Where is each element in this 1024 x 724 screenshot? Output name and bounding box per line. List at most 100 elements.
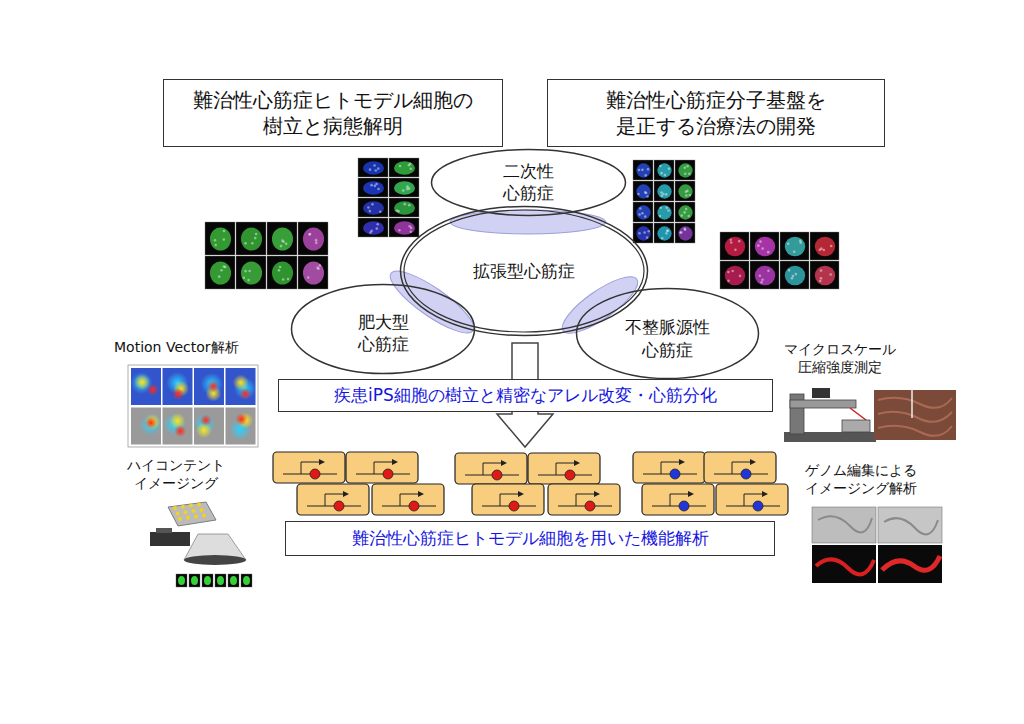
- node-text: 難治性心筋症分子基盤を 是正する治療法の開発: [556, 87, 876, 139]
- well: [197, 502, 201, 506]
- nucleus-dot: [379, 210, 382, 213]
- cell-cluster: [678, 163, 692, 177]
- micrograph-tile: [389, 198, 419, 217]
- well: [189, 504, 193, 508]
- generated-art: [131, 158, 839, 587]
- cell: [716, 484, 788, 515]
- cell-cluster: [755, 237, 775, 257]
- nucleus-dot: [793, 251, 796, 254]
- nucleus-dot: [791, 277, 794, 280]
- nucleus-dot: [685, 194, 688, 197]
- nucleus-dot: [377, 167, 380, 170]
- nucleus-dot: [409, 230, 412, 233]
- nucleus-dot: [820, 247, 823, 250]
- nucleus-dot: [767, 251, 770, 254]
- nucleus-dot: [788, 269, 791, 272]
- cell-cluster: [636, 205, 650, 219]
- method-label: Motion Vector解析: [114, 338, 239, 356]
- nucleus-dot: [255, 233, 258, 236]
- nucleus-dot: [637, 193, 640, 196]
- nucleus-dot: [830, 245, 833, 248]
- nucleus-dot: [665, 207, 668, 210]
- nucleus-dot: [638, 213, 641, 216]
- nucleus-dot: [244, 242, 247, 245]
- cell-cluster: [394, 221, 415, 235]
- image-thumb: [176, 574, 187, 587]
- well: [186, 516, 190, 520]
- micrograph-tile: [236, 256, 266, 289]
- node-text: 拡張型心筋症: [424, 260, 624, 282]
- nucleus-dot: [819, 280, 822, 283]
- method-label: マイクロスケール 圧縮強度測定: [776, 340, 904, 376]
- cell-cluster: [785, 266, 805, 286]
- cell-cluster: [303, 261, 324, 284]
- heatmap-blob: [172, 388, 184, 400]
- micrograph-tile: [675, 202, 695, 222]
- nucleus-dot: [660, 172, 663, 175]
- nucleus-dot: [667, 209, 670, 212]
- micrograph-tile: [675, 160, 695, 180]
- cell-cluster: [657, 205, 671, 219]
- micrograph-tile: [267, 222, 297, 255]
- cell-cluster: [363, 221, 384, 235]
- micrograph-tile: [780, 232, 809, 260]
- nucleus-dot: [375, 169, 378, 172]
- well: [181, 505, 185, 509]
- nucleus-dot: [308, 233, 311, 236]
- nucleus-dot: [375, 227, 378, 230]
- heatmap-panel: [194, 368, 224, 405]
- heatmap-panel: [226, 368, 256, 405]
- nucleus-dot: [243, 276, 246, 279]
- nucleus-dot: [823, 249, 826, 252]
- nucleus-dot: [820, 277, 823, 280]
- image-blob: [230, 576, 237, 585]
- micrograph-tile: [654, 160, 674, 180]
- nucleus-dot: [251, 242, 254, 245]
- tissue-texture: [878, 398, 952, 436]
- nucleus-dot: [643, 231, 646, 234]
- nucleus-dot: [759, 275, 762, 278]
- fluorescence: [882, 556, 940, 570]
- nucleus-dot: [307, 276, 310, 279]
- nucleus-dot: [316, 266, 319, 269]
- nucleus-dot: [214, 239, 217, 242]
- well: [173, 506, 177, 510]
- micrograph-tile: [633, 223, 653, 243]
- cell-cluster: [657, 163, 671, 177]
- nucleus-dot: [644, 215, 647, 218]
- node-text: 肥大型 心筋症: [343, 311, 423, 355]
- promoter-head: [594, 491, 600, 497]
- cell-cluster: [725, 266, 745, 286]
- cell-cluster: [678, 205, 692, 219]
- micrograph-tile: [810, 261, 839, 289]
- nucleus-dot: [686, 165, 689, 168]
- nucleus-dot: [683, 227, 686, 230]
- tissue-photo: [874, 390, 956, 440]
- optics-stage: [184, 555, 246, 565]
- nucleus-dot: [370, 230, 373, 233]
- allele-dot: [334, 501, 344, 511]
- nucleus-dot: [369, 210, 372, 213]
- micrograph-tile: [205, 256, 235, 289]
- nucleus-dot: [659, 215, 662, 218]
- nucleus-dot: [398, 229, 401, 232]
- nucleus-dot: [644, 174, 647, 177]
- ellipse-border: [432, 149, 626, 215]
- nucleus-dot: [369, 168, 372, 171]
- nucleus-dot: [659, 165, 662, 168]
- cell: [548, 484, 620, 515]
- micrograph-tile: [654, 181, 674, 201]
- nucleus-dot: [799, 240, 802, 243]
- image-blob: [191, 576, 198, 585]
- nucleus-dot: [659, 206, 662, 209]
- node-text: 難治性心筋症ヒトモデル細胞を用いた機能解析: [352, 527, 709, 549]
- imager-body: [156, 528, 172, 533]
- nucleus-dot: [315, 242, 318, 245]
- nucleus-dot: [638, 169, 641, 172]
- nucleus-dot: [281, 239, 284, 242]
- allele-dot: [565, 470, 575, 480]
- well: [178, 517, 182, 521]
- promoter-head: [762, 491, 768, 497]
- heatmap-panel: [131, 368, 161, 405]
- node-text: 難治性心筋症ヒトモデル細胞の 樹立と病態解明: [173, 87, 493, 139]
